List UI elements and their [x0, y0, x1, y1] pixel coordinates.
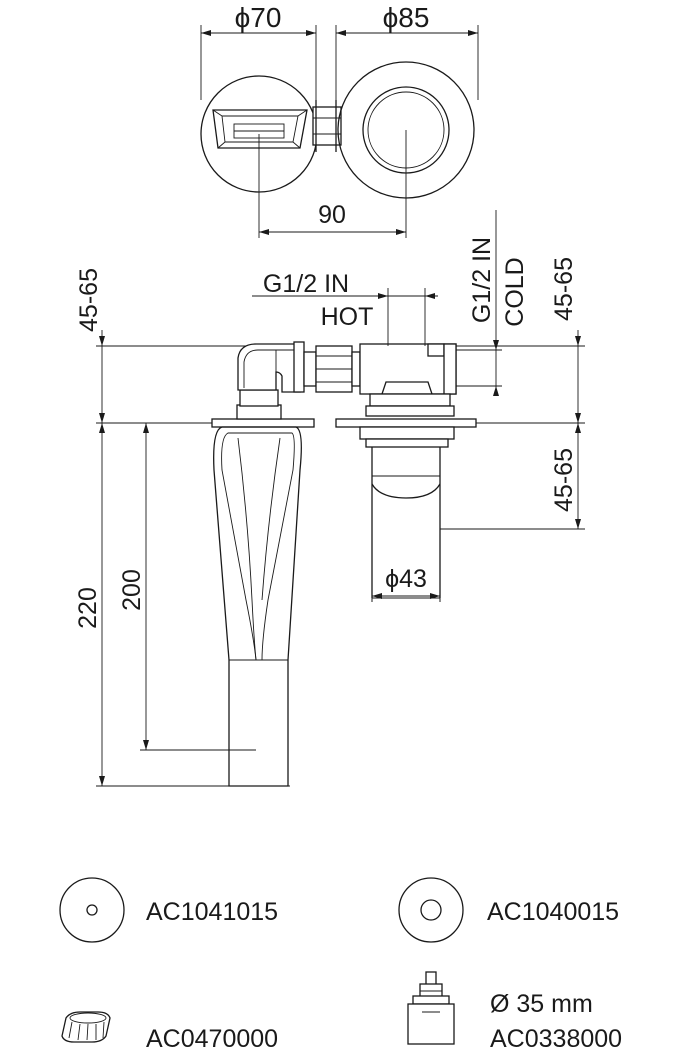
cold-inlet-dimension: G1/2 IN COLD — [456, 210, 529, 396]
cartridge-diameter-label: ϕ43 — [385, 565, 427, 593]
cartridge-icon — [407, 971, 455, 1045]
overall-height-label: 220 — [74, 587, 102, 629]
spout-body — [213, 426, 302, 787]
top-left-diameter-dimension: ϕ70 — [200, 2, 317, 118]
part-ac0338000: Ø 35 mm AC0338000 — [407, 971, 622, 1053]
spout-height-label: 200 — [118, 569, 146, 611]
overall-height-dimension: 220 — [74, 423, 105, 786]
small-rosette-icon — [59, 877, 125, 943]
hot-inlet-connector — [303, 345, 361, 393]
part-size-label: Ø 35 mm — [490, 990, 593, 1018]
right-depth-top-dimension: 45-65 — [550, 257, 581, 423]
part-code-label: AC0338000 — [490, 1025, 622, 1053]
spare-parts: AC1041015 AC1040015 AC0470000 — [59, 877, 622, 1053]
center-distance-label: 90 — [318, 201, 346, 229]
aerator-icon — [61, 1011, 111, 1043]
cold-inlet-thread-label: G1/2 IN — [468, 237, 496, 323]
part-ac1040015: AC1040015 — [398, 877, 619, 943]
handle-body — [359, 426, 455, 599]
part-code-label: AC1041015 — [146, 898, 278, 926]
top-view: ϕ70 ϕ85 — [200, 2, 479, 238]
part-code-label: AC0470000 — [146, 1025, 278, 1053]
left-depth-dimension: 45-65 — [75, 268, 105, 423]
right-depth-bottom-label: 45-65 — [550, 448, 578, 512]
part-code-label: AC1040015 — [487, 898, 619, 926]
hot-inlet-dimension: G1/2 IN HOT — [252, 270, 438, 346]
cold-inlet-label: COLD — [501, 257, 529, 326]
left-depth-label: 45-65 — [75, 268, 103, 332]
top-left-diameter-label: ϕ70 — [235, 2, 282, 33]
hot-inlet-thread-label: G1/2 IN — [263, 270, 349, 298]
right-depth-top-label: 45-65 — [550, 257, 578, 321]
spout-height-dimension: 200 — [118, 423, 256, 751]
top-right-diameter-dimension: ϕ85 — [335, 2, 479, 118]
front-view: 45-65 220 200 — [74, 210, 585, 787]
mixer-body — [359, 343, 457, 417]
right-depth-bottom-dimension: 45-65 — [550, 423, 581, 529]
spout-wall-plate — [211, 418, 315, 428]
cartridge-diameter-dimension: ϕ43 — [371, 534, 441, 602]
spout-elbow-fitting — [236, 341, 305, 420]
part-ac1041015: AC1041015 — [59, 877, 278, 943]
hot-inlet-label: HOT — [321, 303, 374, 331]
rosette-connector — [312, 100, 342, 152]
top-right-diameter-label: ϕ85 — [383, 2, 430, 33]
center-distance-dimension: 90 — [258, 130, 407, 238]
part-ac0470000: AC0470000 — [61, 1011, 278, 1053]
handle-wall-plate — [335, 418, 477, 428]
large-rosette-icon — [398, 877, 464, 943]
